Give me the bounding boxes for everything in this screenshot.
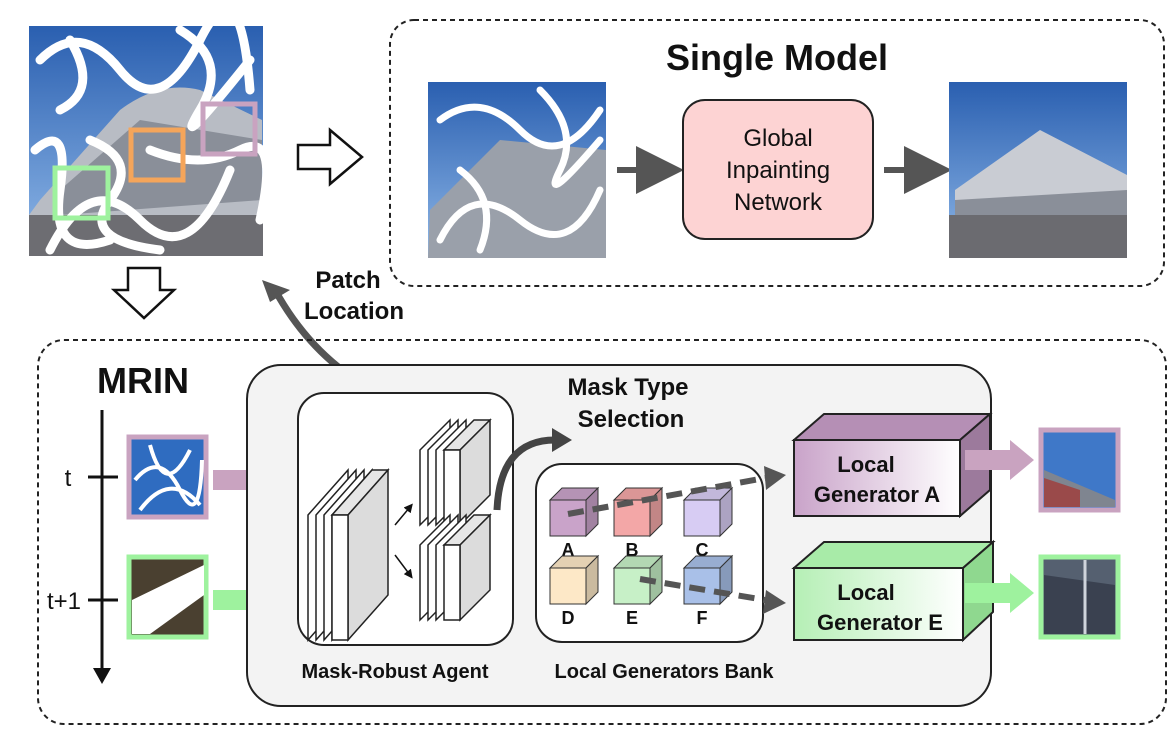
agent-feature-stack-1 <box>307 468 390 642</box>
cube-label-e: E <box>626 608 638 628</box>
agent-arrow-up <box>394 503 413 526</box>
global-inpainting-network-box <box>682 99 874 240</box>
cube-label-d: D <box>562 608 575 628</box>
mask-type-arrow <box>493 436 556 511</box>
local-generator-a <box>791 411 993 519</box>
generator-cube-c <box>682 486 734 538</box>
mask-type-arrowhead-icon <box>552 428 572 452</box>
selection-line-a <box>567 475 766 517</box>
selection-arrowhead-e-icon <box>763 590 786 614</box>
time-t1-label: t+1 <box>47 588 81 615</box>
cube-label-c: C <box>696 540 709 560</box>
gen-a-line1: Local <box>837 452 894 477</box>
patch-t-image <box>126 434 209 520</box>
mask-type-line2: Selection <box>578 406 685 433</box>
selection-arrowhead-a-icon <box>764 466 786 490</box>
green-patch-box <box>52 165 111 221</box>
agent-feature-stack-3 <box>419 513 492 622</box>
single-model-title: Single Model <box>666 37 888 78</box>
orange-patch-box <box>128 127 186 183</box>
cube-label-a: A <box>562 540 575 560</box>
output-patch-a-image <box>1038 427 1121 513</box>
generator-cube-d <box>548 554 600 606</box>
local-generator-e <box>791 539 996 643</box>
cube-label-f: F <box>697 608 708 628</box>
output-patch-e-image <box>1038 554 1121 640</box>
mrin-region <box>37 339 1167 725</box>
gen-e-line2: Generator E <box>817 610 943 635</box>
time-t-label: t <box>65 465 72 492</box>
global-net-line2: Inpainting <box>726 157 830 184</box>
single-model-region <box>389 19 1165 287</box>
patch-location-line2: Location <box>304 298 404 325</box>
purple-arrow-out <box>965 440 1034 480</box>
gen-a-line2: Generator A <box>814 482 940 507</box>
mrin-title: MRIN <box>97 360 189 401</box>
agent-arrow-down <box>394 554 413 579</box>
patch-location-arrowhead-icon <box>262 280 290 302</box>
masked-input-image <box>29 5 272 256</box>
cube-label-b: B <box>626 540 639 560</box>
bank-label: Local Generators Bank <box>555 661 775 683</box>
generator-cube-f <box>682 554 734 606</box>
generator-cube-a <box>548 486 600 538</box>
global-net-line1: Global <box>743 125 812 152</box>
green-arrow-out <box>965 573 1034 613</box>
purple-patch-box <box>200 101 258 157</box>
patch-location-line1: Patch <box>315 267 380 294</box>
single-model-input-image <box>428 82 606 258</box>
agent-feature-stack-2 <box>419 418 492 527</box>
selection-line-e <box>639 576 766 603</box>
agent-label: Mask-Robust Agent <box>301 661 488 683</box>
patch-t1-image <box>126 554 209 640</box>
mask-type-line1: Mask Type <box>568 374 689 401</box>
hollow-arrow-down-icon <box>110 266 178 320</box>
timeline-arrow-icon <box>93 668 111 684</box>
global-net-line3: Network <box>734 189 823 216</box>
gen-e-line1: Local <box>837 580 894 605</box>
hollow-arrow-right-icon <box>296 127 364 187</box>
single-model-output-image <box>949 82 1127 258</box>
